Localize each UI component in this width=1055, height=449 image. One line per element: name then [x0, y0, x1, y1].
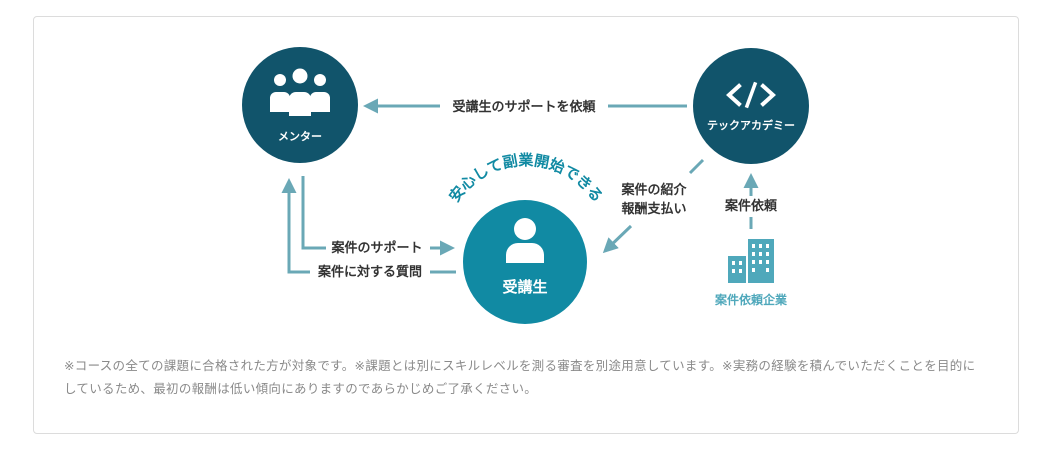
student-node: 受講生 — [463, 200, 587, 324]
edge-label-payment: 報酬支払い — [621, 201, 686, 217]
edge-label-introduction: 案件の紹介 — [620, 182, 687, 198]
mentor-node: メンター — [242, 47, 358, 163]
edge-label-project-questions: 案件に対する質問 — [317, 264, 422, 280]
edge-label-support-request: 受講生のサポートを依頼 — [452, 99, 596, 115]
group-icon — [270, 68, 330, 116]
edge-academy-to-student: 案件の紹介 報酬支払い — [602, 158, 705, 254]
buildings-icon — [728, 239, 774, 283]
company-node: 案件依頼企業 — [714, 239, 788, 307]
edge-company-to-academy: 案件依頼 — [724, 173, 778, 229]
edge-mentor-to-student: 案件のサポート — [301, 176, 455, 256]
edge-label-project-support: 案件のサポート — [330, 240, 422, 256]
edge-academy-to-mentor: 受講生のサポートを依頼 — [363, 98, 687, 115]
footnote: ※コースの全ての課題に合格された方が対象です。※課題とは別にスキルレベルを測る審… — [64, 358, 976, 396]
code-brackets-icon — [726, 81, 776, 109]
mentor-label: メンター — [278, 130, 322, 143]
tech-academy-node: テックアカデミー — [693, 48, 809, 164]
person-icon — [506, 218, 544, 263]
edge-student-to-mentor: 案件に対する質問 — [281, 178, 456, 280]
company-label: 案件依頼企業 — [714, 292, 788, 307]
tech-academy-label: テックアカデミー — [707, 118, 795, 132]
edge-label-project-request: 案件依頼 — [724, 198, 778, 214]
student-tagline: 安心して副業開始できる — [445, 151, 606, 205]
student-label: 受講生 — [502, 278, 547, 296]
